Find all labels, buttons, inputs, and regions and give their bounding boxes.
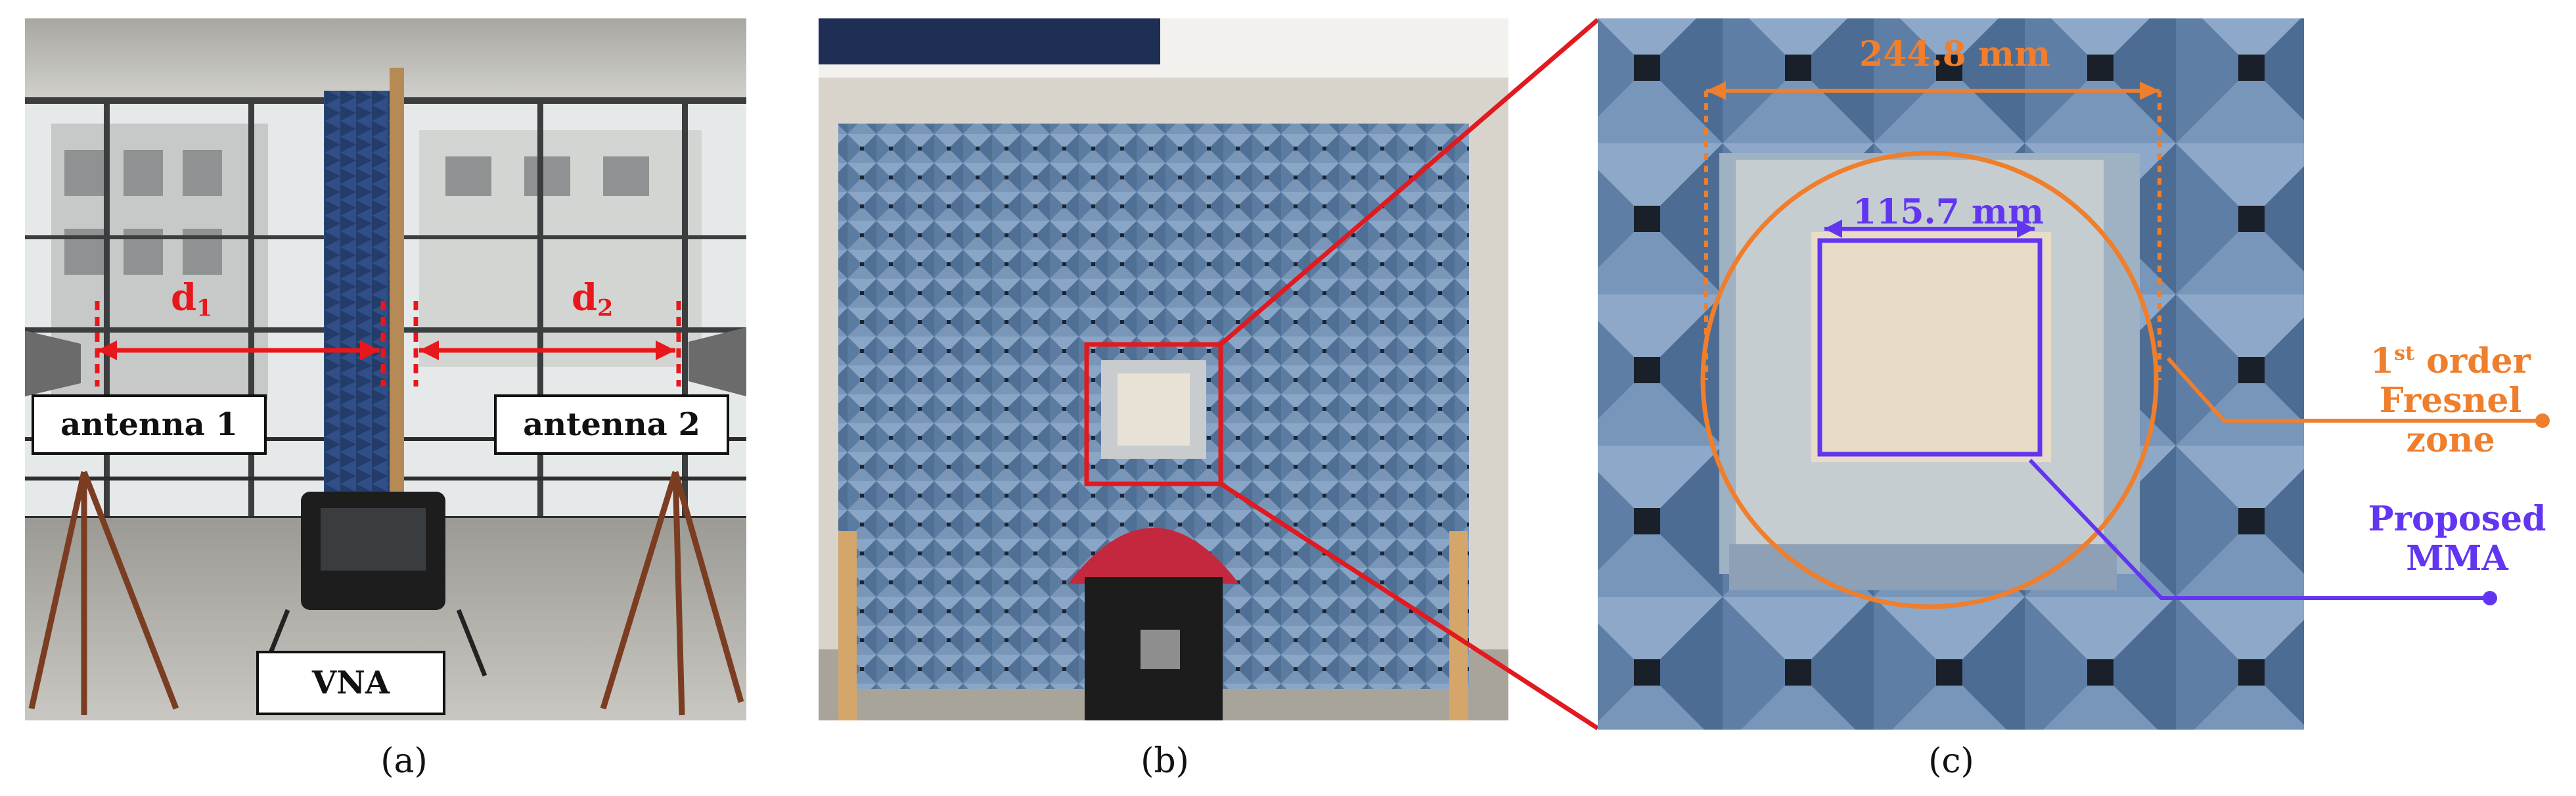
measurement-setup-photo xyxy=(25,18,746,720)
d2-label: d2 xyxy=(572,276,614,322)
antenna-2-label: antenna 2 xyxy=(494,394,729,455)
antenna-1-label: antenna 1 xyxy=(32,394,267,455)
panel-b-photo xyxy=(819,18,1508,720)
outer-dimension-label: 244.8 mm xyxy=(1859,34,2050,74)
absorber-wall-photo xyxy=(819,18,1508,720)
inner-dimension-label: 115.7 mm xyxy=(1853,192,2044,232)
proposed-mma-label: Proposed MMA xyxy=(2368,499,2546,578)
panel-a-photo xyxy=(25,18,746,720)
panel-c-photo xyxy=(1598,18,2304,730)
sample-closeup-photo xyxy=(1598,18,2304,730)
vna-label: VNA xyxy=(256,651,445,715)
fresnel-zone-label: 1st order Fresnel zone xyxy=(2370,341,2531,460)
caption-c: (c) xyxy=(1928,741,1974,781)
d1-label: d1 xyxy=(171,276,213,322)
caption-a: (a) xyxy=(380,741,428,781)
caption-b: (b) xyxy=(1141,741,1189,781)
